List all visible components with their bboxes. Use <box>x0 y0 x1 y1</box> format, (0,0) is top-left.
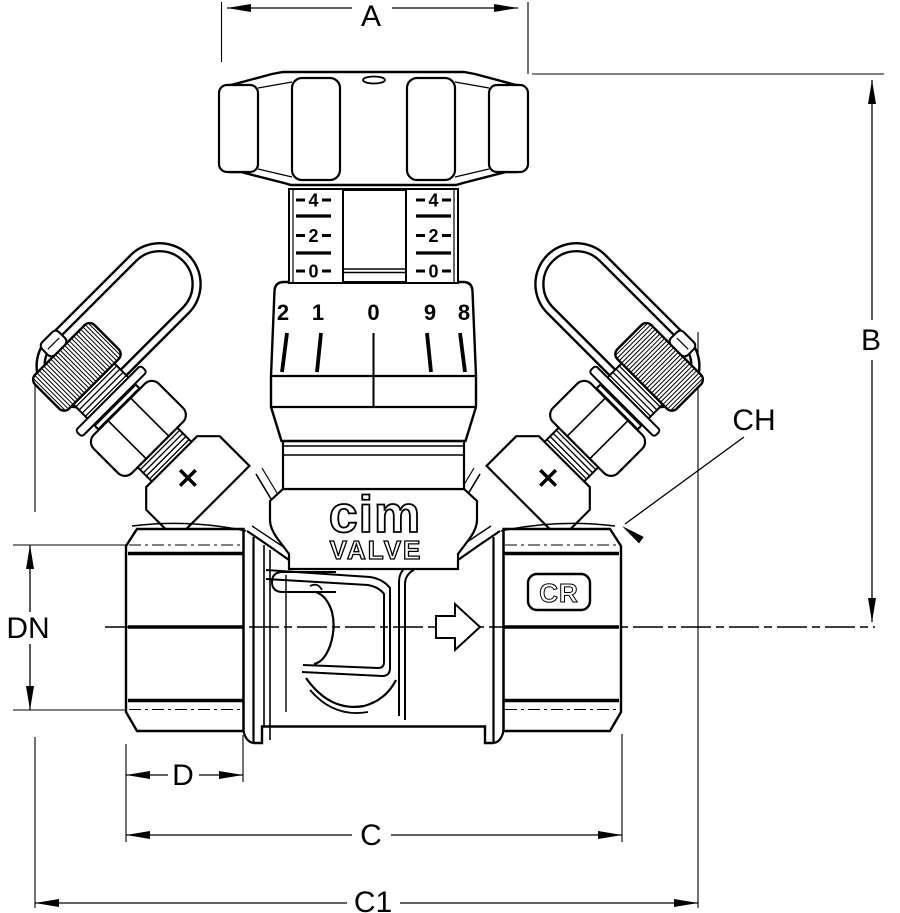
svg-text:CR: CR <box>539 578 579 608</box>
svg-text:0: 0 <box>428 262 438 282</box>
svg-text:0: 0 <box>308 262 318 282</box>
svg-text:cim: cim <box>329 486 422 544</box>
svg-text:9: 9 <box>424 300 436 325</box>
svg-text:0: 0 <box>367 300 379 325</box>
svg-text:D: D <box>172 759 194 792</box>
svg-text:2: 2 <box>277 300 289 325</box>
svg-text:4: 4 <box>428 191 438 211</box>
svg-text:DN: DN <box>6 612 49 645</box>
svg-text:VALVE: VALVE <box>330 535 423 565</box>
svg-text:C: C <box>360 819 382 852</box>
svg-text:C1: C1 <box>354 886 392 913</box>
svg-text:1: 1 <box>312 300 324 325</box>
svg-text:4: 4 <box>308 191 318 211</box>
svg-text:A: A <box>361 0 381 33</box>
svg-text:B: B <box>861 324 881 357</box>
svg-text:8: 8 <box>458 300 470 325</box>
svg-text:2: 2 <box>428 226 438 246</box>
svg-text:2: 2 <box>308 226 318 246</box>
svg-text:CH: CH <box>732 404 775 437</box>
